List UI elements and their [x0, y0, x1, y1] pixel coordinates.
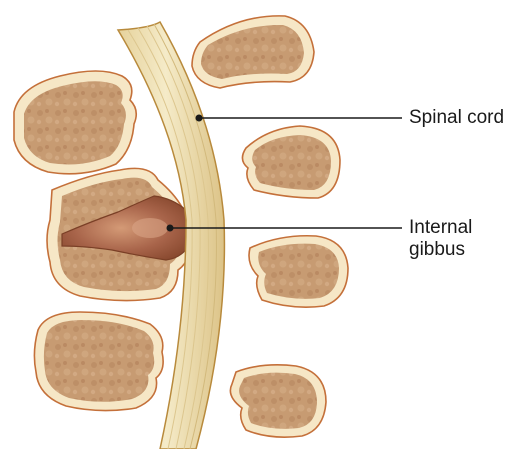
label-internal-gibbus-line2: gibbus [409, 239, 472, 261]
label-internal-gibbus-line1: Internal [409, 217, 472, 239]
label-spinal-cord: Spinal cord [409, 107, 504, 129]
label-internal-gibbus: Internal gibbus [409, 217, 472, 261]
leader-spinal-cord [196, 115, 403, 122]
vertebra-right-3 [249, 236, 348, 307]
vertebra-left-3 [34, 312, 163, 411]
vertebra-left-1 [14, 71, 136, 174]
vertebra-right-1 [192, 16, 314, 88]
vertebra-right-4 [230, 365, 326, 437]
vertebra-right-2 [242, 126, 340, 198]
